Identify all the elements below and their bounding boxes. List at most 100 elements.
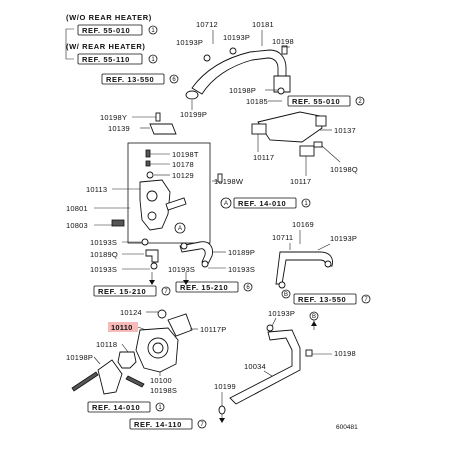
bolt-10198w[interactable]: [217, 173, 223, 183]
part-label-10198q[interactable]: 10198Q: [330, 165, 358, 174]
clamp-10193p-c[interactable]: [324, 260, 332, 268]
ref-label-55-110[interactable]: REF. 55-110: [82, 55, 130, 64]
bolt-10198t[interactable]: [145, 149, 151, 158]
gasket-right[interactable]: [315, 115, 327, 127]
clamp-10198p[interactable]: [277, 87, 285, 95]
part-label-10189q[interactable]: 10189Q: [90, 250, 118, 259]
ref-box-55-110[interactable]: [77, 53, 143, 65]
callout-a-2[interactable]: [220, 197, 232, 209]
bolt-10198s[interactable]: [125, 375, 145, 388]
part-label-10198s[interactable]: 10198S: [150, 386, 177, 395]
gasket-10117p[interactable]: [167, 313, 193, 337]
inlet-fitting[interactable]: [97, 359, 123, 395]
ref-box-55-010-b[interactable]: [287, 95, 351, 107]
ref-label-55-010-a[interactable]: REF. 55-010: [82, 26, 130, 35]
part-label-10193p-d[interactable]: 10193P: [268, 309, 295, 318]
ref-box-13-550-r[interactable]: [293, 293, 357, 305]
part-label-10193s-c[interactable]: 10193S: [168, 265, 195, 274]
part-label-10117-b[interactable]: 10117: [290, 177, 311, 186]
ref-box-15-210-l[interactable]: [93, 285, 157, 297]
washer-10178[interactable]: [145, 160, 151, 167]
ref-label-15-210-r[interactable]: REF. 15-210: [180, 283, 228, 292]
part-label-10137[interactable]: 10137: [334, 126, 356, 135]
ref-label-13-550-r[interactable]: REF. 13-550: [298, 295, 346, 304]
gasket-10117-b[interactable]: [299, 145, 315, 157]
part-label-10199p[interactable]: 10199P: [180, 110, 207, 119]
ref-label-14-010-mid[interactable]: REF. 14-010: [238, 199, 286, 208]
thermostat-10118[interactable]: [117, 351, 137, 369]
ref-box-14-010-bot[interactable]: [87, 401, 151, 413]
bolt-10198q[interactable]: [313, 141, 323, 148]
ref-label-15-210-l[interactable]: REF. 15-210: [98, 287, 146, 296]
ref-box-15-210-r[interactable]: [175, 281, 239, 293]
part-label-10199[interactable]: 10199: [214, 382, 236, 391]
part-label-10100[interactable]: 10100: [150, 376, 172, 385]
part-label-10178[interactable]: 10178: [172, 160, 194, 169]
pipe-elbow-top[interactable]: [273, 75, 291, 93]
part-label-10198t[interactable]: 10198T: [172, 150, 199, 159]
part-label-10189p[interactable]: 10189P: [228, 248, 255, 257]
gasket-left[interactable]: [251, 123, 267, 135]
clamp-10193p-b[interactable]: [229, 47, 237, 55]
part-label-10139[interactable]: 10139: [108, 124, 130, 133]
part-label-10198-b[interactable]: 10198: [334, 349, 356, 358]
part-label-10198p-b[interactable]: 10198P: [66, 353, 93, 362]
part-label-10129[interactable]: 10129: [172, 171, 194, 180]
thermostat-housing-10113[interactable]: [139, 179, 171, 231]
bracket-10139[interactable]: [149, 123, 177, 135]
part-label-10117-a[interactable]: 10117: [253, 153, 274, 162]
part-label-10169[interactable]: 10169: [292, 220, 314, 229]
ring-10199[interactable]: [218, 405, 226, 415]
pipe-10711[interactable]: [275, 251, 333, 285]
part-label-10198-a[interactable]: 10198: [272, 37, 294, 46]
hose-10189q[interactable]: [145, 249, 159, 263]
part-label-10193p-c[interactable]: 10193P: [330, 234, 357, 243]
water-outlet-10137[interactable]: [257, 111, 323, 143]
part-label-10193s-b[interactable]: 10193S: [90, 265, 117, 274]
ref-box-13-550-top[interactable]: [101, 73, 165, 85]
ref-label-55-010-b[interactable]: REF. 55-010: [292, 97, 340, 106]
gasket-10129[interactable]: [146, 171, 154, 179]
ref-box-14-010-mid[interactable]: [233, 197, 297, 209]
part-label-10193p-b[interactable]: 10193P: [223, 33, 250, 42]
part-label-10181[interactable]: 10181: [252, 20, 274, 29]
part-label-10198y[interactable]: 10198Y: [100, 113, 127, 122]
part-label-10110[interactable]: 10110: [111, 323, 132, 332]
part-label-10193p-a[interactable]: 10193P: [176, 38, 203, 47]
part-label-10185[interactable]: 10185: [246, 97, 268, 106]
ref-label-14-010-bot[interactable]: REF. 14-010: [92, 403, 140, 412]
clamp-10193p-d[interactable]: [266, 324, 274, 332]
bolt-10198y[interactable]: [155, 112, 161, 122]
part-label-10118[interactable]: 10118: [96, 340, 117, 349]
part-label-10193s-a[interactable]: 10193S: [90, 238, 117, 247]
ref-label-14-110[interactable]: REF. 14-110: [134, 420, 182, 429]
part-label-10712[interactable]: 10712: [196, 20, 218, 29]
clamp-10193s-c[interactable]: [180, 242, 188, 250]
ring-10199p[interactable]: [185, 90, 199, 100]
long-bolt-10198p[interactable]: [71, 371, 99, 392]
part-label-10801[interactable]: 10801: [66, 204, 88, 213]
part-label-10124[interactable]: 10124: [120, 308, 142, 317]
callout-a-1[interactable]: [174, 222, 186, 234]
callout-b-1[interactable]: [281, 289, 291, 299]
part-label-10803[interactable]: 10803: [66, 221, 88, 230]
bolt-10198[interactable]: [281, 45, 288, 55]
clamp-right-low[interactable]: [278, 281, 286, 289]
part-label-10198w[interactable]: 10198W: [214, 177, 244, 186]
bolt-10198-b[interactable]: [305, 349, 313, 357]
clamp-10193s-d[interactable]: [201, 260, 209, 268]
part-label-10034[interactable]: 10034: [244, 362, 266, 371]
part-label-10198p-a[interactable]: 10198P: [229, 86, 256, 95]
clamp-10193s-a[interactable]: [141, 238, 149, 246]
plug-10124[interactable]: [157, 309, 167, 319]
clamp-10193p-a[interactable]: [203, 54, 211, 62]
ref-label-13-550-top[interactable]: REF. 13-550: [106, 75, 154, 84]
clamp-10193s-b[interactable]: [150, 262, 158, 270]
part-label-10113[interactable]: 10113: [86, 185, 107, 194]
water-pipe-10034[interactable]: [229, 329, 301, 405]
part-label-10711[interactable]: 10711: [272, 233, 293, 242]
part-label-10117p[interactable]: 10117P: [200, 325, 227, 334]
sensor-10803[interactable]: [111, 219, 125, 227]
ref-box-14-110[interactable]: [129, 418, 193, 430]
ref-box-55-010-a[interactable]: [77, 24, 143, 36]
